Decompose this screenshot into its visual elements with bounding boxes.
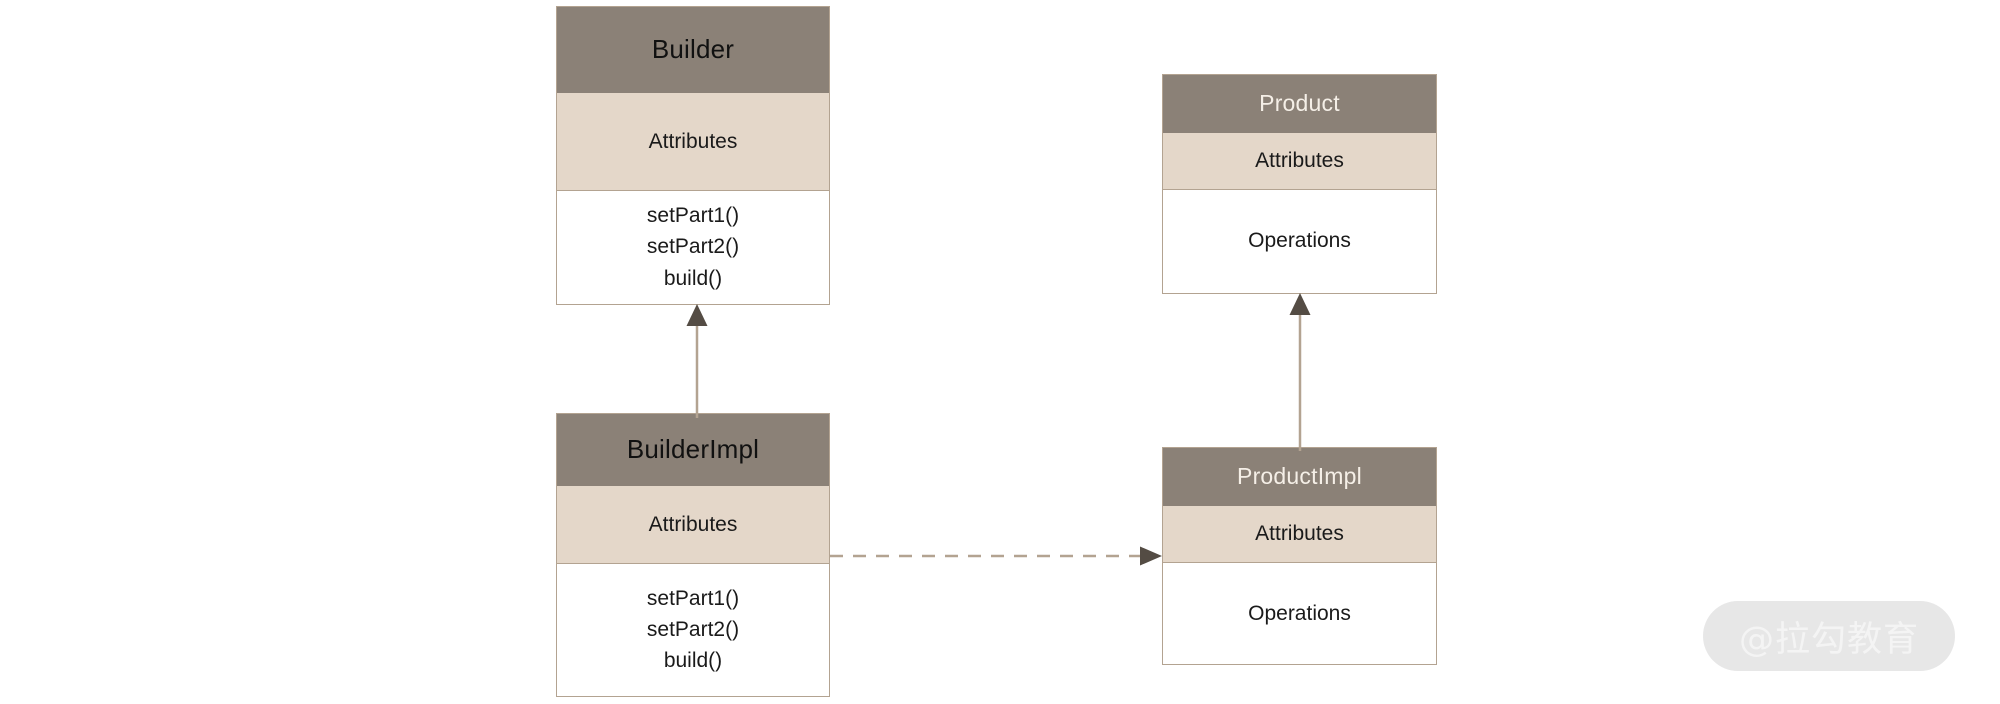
uml-operation-item: setPart1(): [646, 586, 740, 610]
generalization-arrowhead-builder: [686, 304, 708, 326]
uml-class-builder-header: Builder: [557, 7, 829, 93]
uml-class-builder-attributes: Attributes: [557, 93, 829, 191]
uml-operation-item: setPart1(): [646, 204, 740, 228]
uml-operation-item: setPart2(): [646, 235, 740, 259]
uml-operation-item: setPart2(): [646, 617, 740, 641]
uml-class-product-operations: Operations: [1163, 190, 1436, 292]
uml-class-builder-impl-attributes-label: Attributes: [648, 512, 738, 536]
uml-class-builder-impl-title: BuilderImpl: [626, 434, 760, 465]
uml-class-builder-impl-header: BuilderImpl: [557, 414, 829, 486]
connector-create-dependency: [830, 542, 1170, 570]
uml-class-builder-impl[interactable]: BuilderImpl Attributes setPart1() setPar…: [556, 413, 830, 697]
uml-class-product-impl-title: ProductImpl: [1237, 462, 1362, 489]
connector-product-generalization: [1283, 289, 1317, 451]
watermark-text: @拉勾教育: [1738, 619, 1919, 660]
uml-class-product-attributes: Attributes: [1163, 133, 1436, 190]
uml-operation-item: Operations: [1248, 229, 1351, 253]
uml-class-builder-impl-operations-list: setPart1() setPart2() build(): [647, 583, 739, 676]
uml-class-product-impl-operations-list: Operations: [1248, 598, 1351, 629]
uml-class-product-impl-header: ProductImpl: [1163, 448, 1436, 506]
uml-class-product[interactable]: Product Attributes Operations: [1162, 74, 1437, 294]
uml-operation-item: build(): [663, 266, 723, 290]
uml-class-builder[interactable]: Builder Attributes setPart1() setPart2()…: [556, 6, 830, 305]
generalization-arrowhead-product: [1289, 293, 1311, 315]
uml-class-builder-title: Builder: [651, 34, 735, 65]
uml-class-builder-operations: setPart1() setPart2() build(): [557, 191, 829, 303]
watermark-badge: @拉勾教育: [1703, 601, 1955, 671]
dependency-arrowhead: [1140, 546, 1162, 566]
connector-builder-generalization: [680, 300, 714, 418]
uml-class-product-attributes-label: Attributes: [1255, 149, 1344, 172]
uml-class-product-header: Product: [1163, 75, 1436, 133]
uml-class-builder-impl-operations: setPart1() setPart2() build(): [557, 564, 829, 695]
uml-class-builder-attributes-label: Attributes: [648, 129, 738, 153]
uml-class-product-impl-attributes: Attributes: [1163, 506, 1436, 563]
uml-class-builder-impl-attributes: Attributes: [557, 486, 829, 564]
uml-class-product-operations-list: Operations: [1248, 225, 1351, 256]
uml-class-product-impl-operations: Operations: [1163, 563, 1436, 664]
uml-class-builder-operations-list: setPart1() setPart2() build(): [647, 200, 739, 293]
uml-class-product-title: Product: [1259, 89, 1340, 116]
uml-operation-item: build(): [663, 649, 723, 673]
uml-class-product-impl-attributes-label: Attributes: [1255, 522, 1344, 545]
uml-class-product-impl[interactable]: ProductImpl Attributes Operations: [1162, 447, 1437, 665]
uml-operation-item: Operations: [1248, 601, 1351, 625]
